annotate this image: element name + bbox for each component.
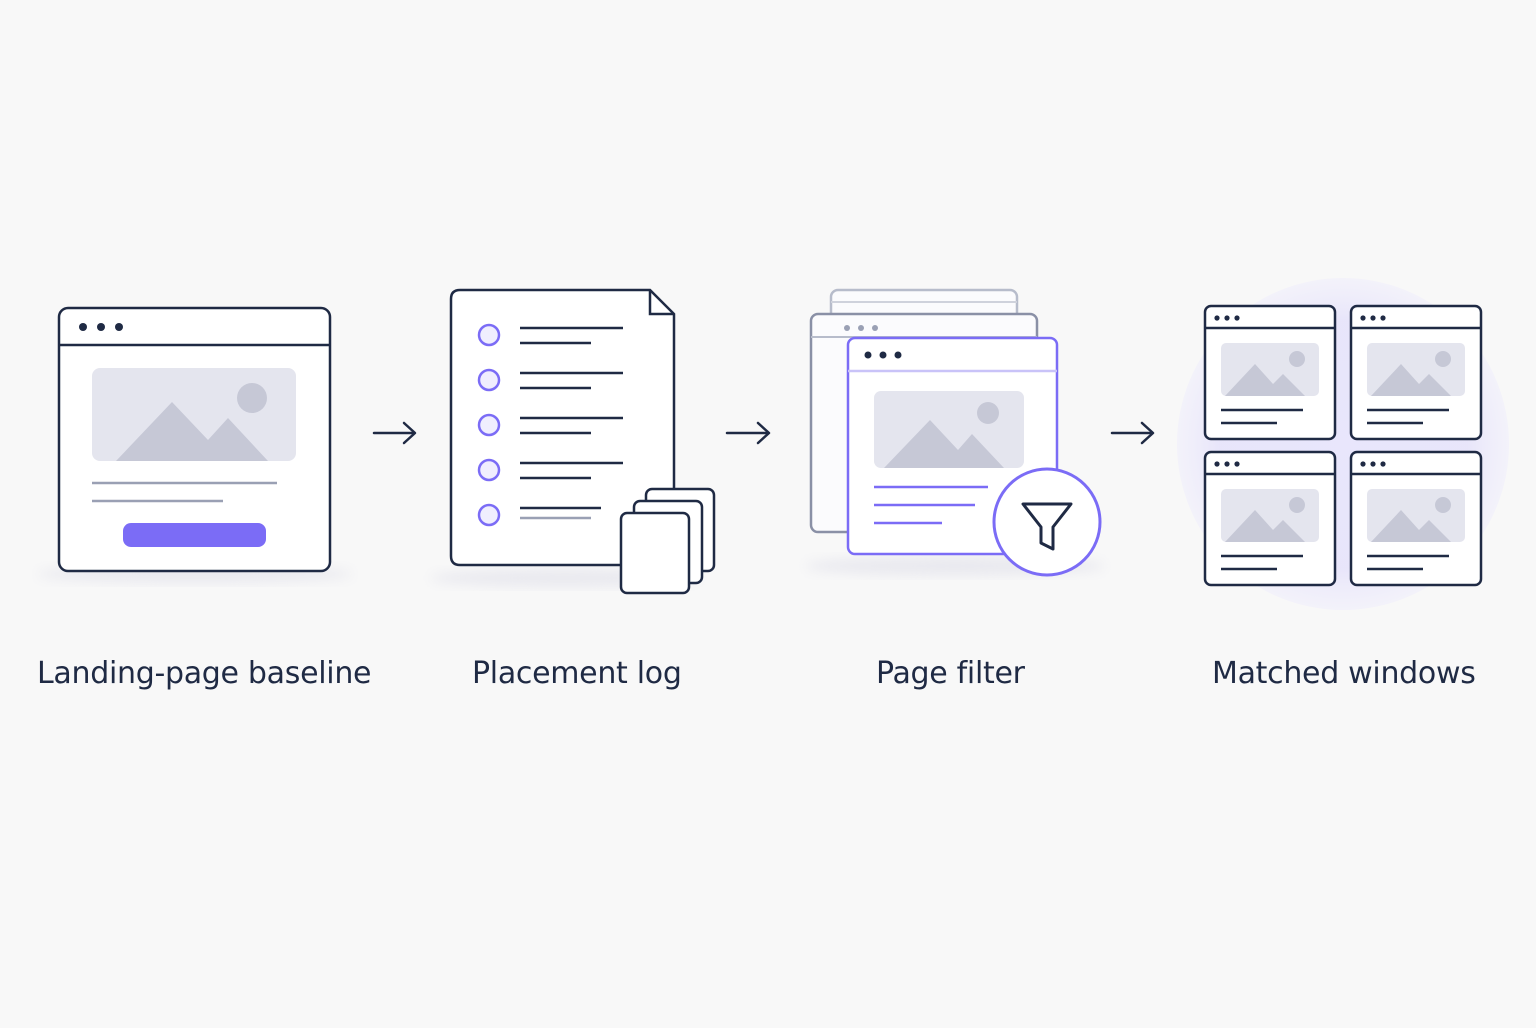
arrow-right-icon <box>372 421 417 445</box>
browser-window-icon <box>37 306 353 583</box>
image-placeholder-icon <box>874 391 1024 468</box>
step-label-placement-log: Placement log <box>472 656 682 691</box>
mini-window-icon <box>1203 450 1337 587</box>
card-stack-icon <box>619 487 716 595</box>
arrow-right-icon <box>1110 421 1155 445</box>
arrow-right-icon <box>725 421 771 445</box>
cta-button-shape <box>123 523 266 547</box>
window-grid-icon <box>1177 278 1509 610</box>
document-list-icon <box>430 288 716 595</box>
step-label-page-filter: Page filter <box>876 656 1025 691</box>
mini-window-icon <box>1349 450 1483 587</box>
step-label-baseline: Landing-page baseline <box>37 656 372 691</box>
mini-window-icon <box>1203 304 1337 441</box>
mini-window-icon <box>1349 304 1483 441</box>
filter-funnel-icon <box>805 288 1105 577</box>
image-placeholder-icon <box>92 368 296 461</box>
step-label-matched-windows: Matched windows <box>1212 656 1476 691</box>
